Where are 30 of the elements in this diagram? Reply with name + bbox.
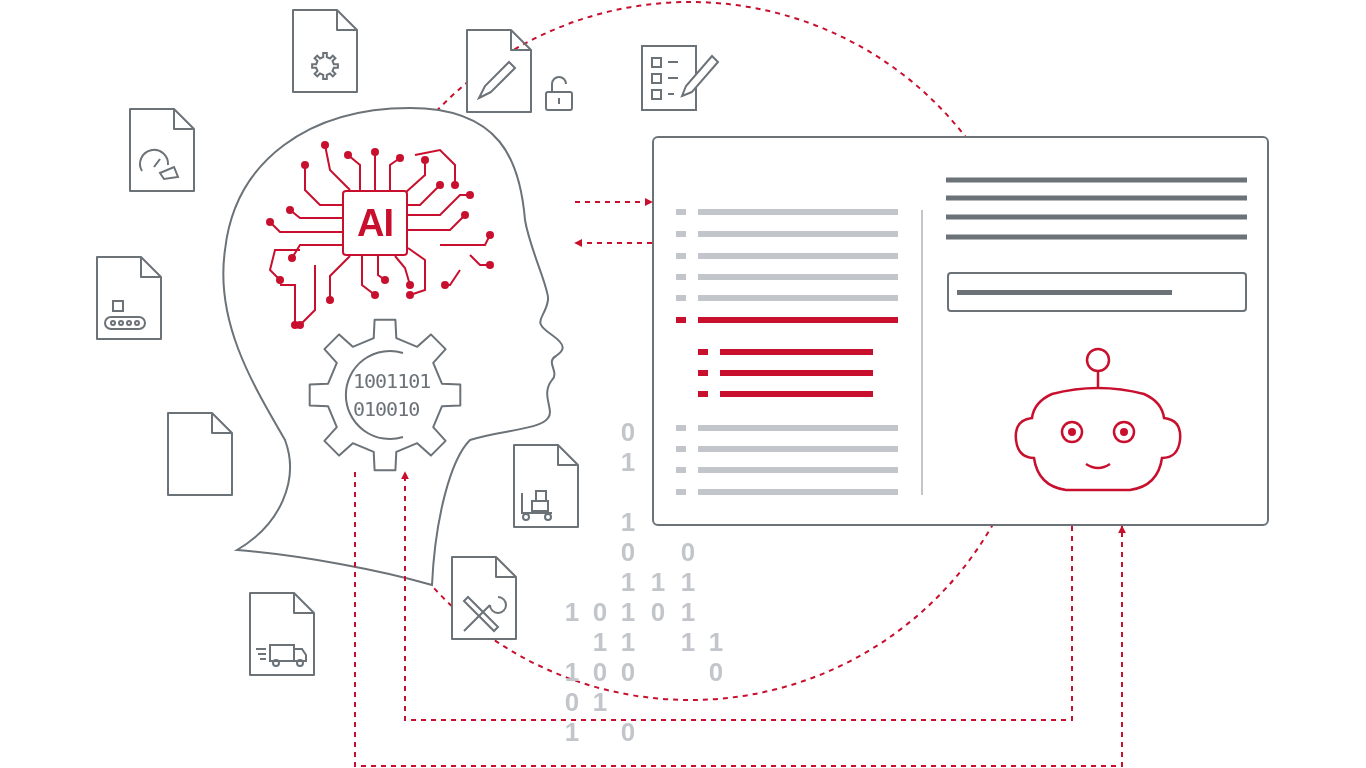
binary-digit: 1 (680, 569, 696, 595)
binary-digit: 1 (650, 569, 666, 595)
chip-box: AI (342, 190, 408, 256)
binary-digit: 0 (620, 539, 636, 565)
binary-digit: 0 (620, 419, 636, 445)
binary-digit: 1 (680, 599, 696, 625)
binary-digit: 0 (708, 659, 724, 685)
binary-digit: 0 (620, 719, 636, 745)
binary-digit: 1 (620, 599, 636, 625)
binary-digit: 1 (564, 719, 580, 745)
binary-digit: 0 (592, 659, 608, 685)
binary-digit: 1 (620, 629, 636, 655)
binary-code: 1001101 010010 (353, 368, 432, 423)
binary-digit: 0 (564, 689, 580, 715)
binary-digit: 1 (592, 689, 608, 715)
binary-digit: 1 (680, 629, 696, 655)
dashed-arrow (574, 198, 653, 206)
binary-digit: 1 (708, 629, 724, 655)
binary-digit: 1 (592, 629, 608, 655)
binary-digit: 1 (620, 569, 636, 595)
binary-digit: 1 (564, 659, 580, 685)
binary-digit: 1 (564, 599, 580, 625)
dashed-arrow (574, 239, 653, 247)
binary-digit: 1 (620, 509, 636, 535)
binary-digit: 0 (620, 659, 636, 685)
dashed-arrow (401, 471, 1073, 721)
binary-digit: 1 (620, 449, 636, 475)
binary-digit: 0 (650, 599, 666, 625)
binary-digit: 0 (592, 599, 608, 625)
binary-digit: 0 (680, 539, 696, 565)
